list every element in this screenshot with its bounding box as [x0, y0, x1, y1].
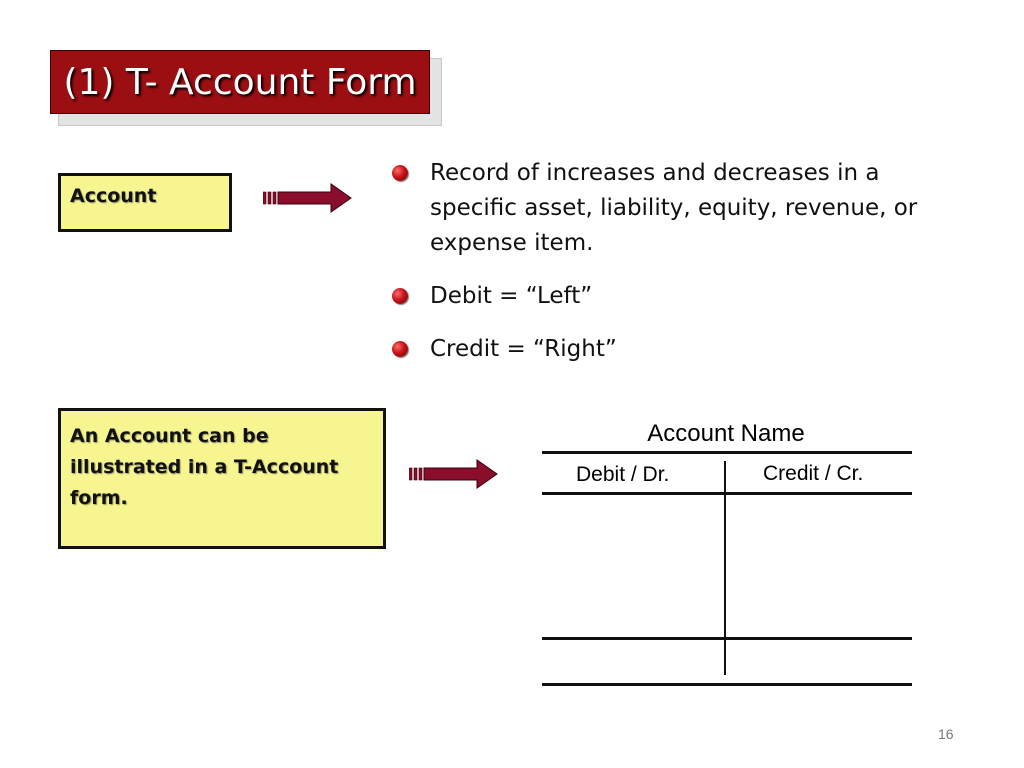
t-account-title: Account Name — [647, 420, 805, 447]
page-number: 16 — [938, 726, 954, 742]
account-box: Account — [58, 173, 232, 232]
bullet-text: Debit = “Left” — [430, 283, 593, 309]
right-arrow-icon — [409, 459, 498, 489]
bullet-text: Credit = “Right” — [430, 336, 617, 362]
t-account-credit-label: Credit / Cr. — [763, 462, 864, 485]
bullet-item: Record of increases and decreases in a s… — [390, 156, 990, 261]
bullet-list: Record of increases and decreases in a s… — [390, 156, 990, 385]
title-box: (1) T- Account Form — [50, 50, 430, 114]
account-box-label: Account — [70, 185, 157, 207]
illustrated-box-text: An Account can be illustrated in a T-Acc… — [70, 425, 339, 509]
bullet-text: Record of increases and decreases in a s… — [430, 160, 918, 256]
t-account-header-line — [542, 492, 912, 495]
bullet-item: Credit = “Right” — [390, 332, 990, 367]
right-arrow-icon — [263, 183, 352, 213]
slide-title: (1) T- Account Form — [63, 61, 417, 103]
bullet-icon — [392, 341, 408, 357]
bullet-icon — [392, 288, 408, 304]
bullet-icon — [392, 165, 408, 181]
t-account-bottom-line — [542, 683, 912, 686]
bullet-item: Debit = “Left” — [390, 279, 990, 314]
t-account-top-line — [542, 451, 912, 454]
illustrated-box: An Account can be illustrated in a T-Acc… — [58, 408, 386, 549]
t-account-total-line — [542, 637, 912, 640]
t-account-divider — [724, 461, 726, 675]
t-account-debit-label: Debit / Dr. — [576, 463, 670, 486]
